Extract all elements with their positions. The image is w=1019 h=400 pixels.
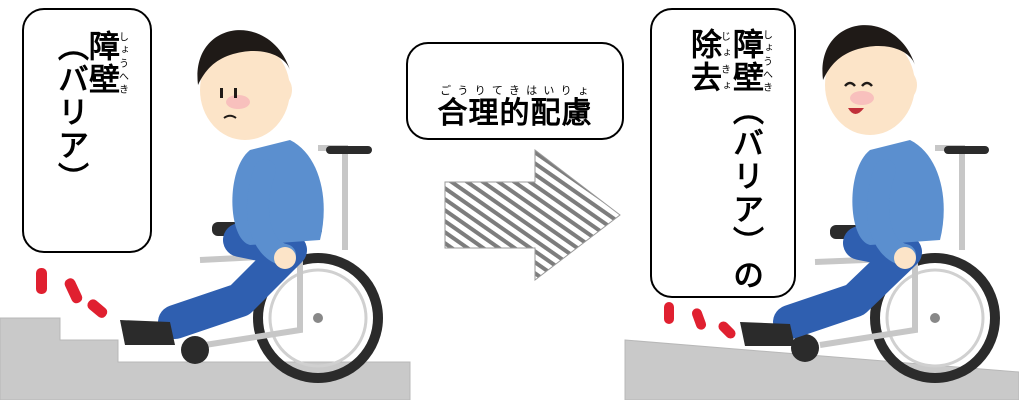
alert-marks-left <box>36 268 108 318</box>
barrier-removal-box: 障壁しょうへき（バリア）の 除去じょきょ <box>650 8 796 298</box>
alert-marks-right <box>664 302 736 339</box>
barrier-label-box: 障壁しょうへき （バリア） <box>22 8 152 253</box>
reasonable-accommodation-label: 合理的配慮ごうりてきはいりょ <box>408 84 622 132</box>
barrier-kanji: 障壁 <box>83 30 119 96</box>
reasonable-accommodation-kanji: 合理的配慮 <box>437 96 593 131</box>
reasonable-accommodation-ruby: ごうりてきはいりょ <box>437 84 593 97</box>
barrier-ruby-right: しょうへき <box>760 28 772 94</box>
person-in-wheelchair-right <box>740 25 1000 383</box>
barrier-ruby: しょうへき <box>116 30 128 96</box>
big-wheel-right <box>870 253 1000 383</box>
big-wheel-left <box>253 253 383 383</box>
hatched-arrow <box>444 148 621 282</box>
barrier-kanji-right: 障壁 <box>727 28 763 94</box>
removal-kanji: 除去 <box>685 28 721 94</box>
barrier-removal-label: 障壁しょうへき（バリア）の 除去じょきょ <box>685 28 772 296</box>
barrier-label: 障壁しょうへき （バリア） <box>52 30 128 251</box>
barrier-katakana-right: （バリア） <box>727 94 763 259</box>
reasonable-accommodation-box: 合理的配慮ごうりてきはいりょ <box>406 42 624 140</box>
removal-ruby: じょきょ <box>718 28 730 94</box>
barrier-katakana: （バリア） <box>52 30 88 195</box>
person-in-wheelchair-left <box>120 30 383 383</box>
particle-no: の <box>727 259 763 292</box>
